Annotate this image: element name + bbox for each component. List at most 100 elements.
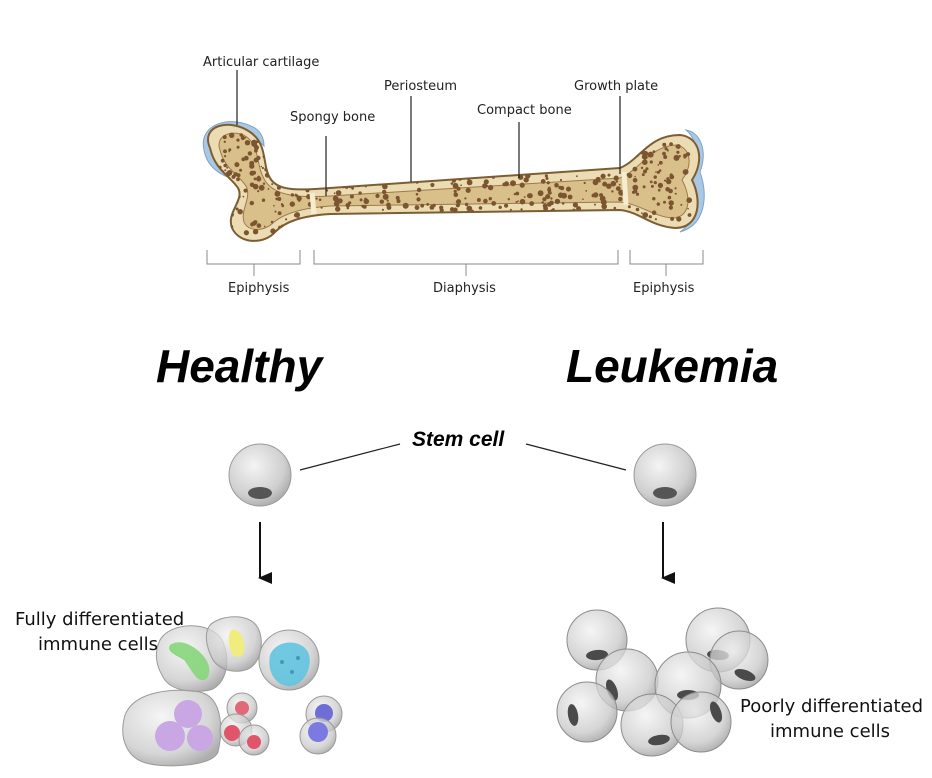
cell-red-pair xyxy=(219,692,270,756)
marrow-dot xyxy=(653,175,657,179)
marrow-dot xyxy=(294,225,301,231)
label-growth-plate: Growth plate xyxy=(574,79,658,94)
label-periosteum: Periosteum xyxy=(384,79,457,94)
marrow-dot xyxy=(236,145,240,149)
label-leukemia-cells-line2: immune cells xyxy=(770,721,890,742)
marrow-dot xyxy=(483,179,489,185)
marrow-dot xyxy=(635,207,640,212)
marrow-dot xyxy=(270,140,274,145)
marrow-dot xyxy=(668,200,674,206)
marrow-dot xyxy=(275,143,280,148)
marrow-dot xyxy=(542,197,547,202)
marrow-dot xyxy=(453,189,457,193)
marrow-dot xyxy=(498,205,502,209)
marrow-dot xyxy=(235,207,239,211)
marrow-dot xyxy=(235,163,239,167)
marrow-dot xyxy=(345,173,351,178)
marrow-dot xyxy=(561,202,565,205)
marrow-dot xyxy=(491,201,497,206)
marrow-dot xyxy=(279,168,283,172)
marrow-dot xyxy=(510,180,516,187)
cell-navy-pair xyxy=(299,695,343,755)
marrow-dot xyxy=(244,136,247,139)
marrow-dot xyxy=(641,173,645,177)
cell-purple-lobed xyxy=(122,689,222,767)
label-spongy-bone: Spongy bone xyxy=(290,110,375,125)
marrow-dot xyxy=(455,203,460,208)
marrow-dot xyxy=(294,165,299,170)
marrow-dot xyxy=(223,178,228,182)
marrow-dot xyxy=(337,174,340,177)
marrow-dot xyxy=(244,140,251,146)
marrow-dot xyxy=(632,177,638,183)
marrow-dot xyxy=(237,209,243,215)
marrow-dot xyxy=(546,181,550,185)
marrow-dot xyxy=(416,197,421,202)
growth-plate-right xyxy=(621,171,629,206)
marrow-dot xyxy=(276,166,279,168)
marrow-dot xyxy=(551,202,554,205)
marrow-dot xyxy=(618,196,623,202)
marrow-dot xyxy=(576,175,578,178)
marrow-dot xyxy=(285,218,288,221)
marrow-dot xyxy=(662,142,667,147)
marrow-dot xyxy=(456,199,462,205)
marrow-dot xyxy=(676,150,680,154)
marrow-dot xyxy=(656,202,660,206)
marrow-dot xyxy=(466,173,470,177)
marrow-dot xyxy=(222,220,227,225)
marrow-dot xyxy=(687,207,689,210)
marrow-dot xyxy=(552,208,555,210)
marrow-dot xyxy=(289,180,292,184)
marrow-dot xyxy=(655,171,657,173)
marrow-dot xyxy=(235,173,238,175)
marrow-dot xyxy=(676,216,682,222)
marrow-dot xyxy=(642,212,649,218)
marrow-dot xyxy=(613,206,617,210)
marrow-dot xyxy=(669,173,673,177)
marrow-dot xyxy=(236,177,240,182)
marrow-dot xyxy=(335,190,342,196)
marrow-dot xyxy=(222,135,227,140)
marrow-dot xyxy=(344,179,350,185)
marrow-dot xyxy=(284,151,288,155)
marrow-dot xyxy=(338,179,341,182)
label-compact-bone: Compact bone xyxy=(477,103,572,118)
marrow-dot xyxy=(312,181,315,185)
marrow-dot xyxy=(686,197,692,203)
marrow-dot xyxy=(219,187,222,191)
marrow-dot xyxy=(303,180,309,185)
marrow-dot xyxy=(419,176,424,180)
marrow-dot xyxy=(519,182,525,188)
marrow-dot xyxy=(250,222,255,227)
marrow-dot xyxy=(550,197,553,200)
marrow-dot xyxy=(216,208,221,213)
marrow-dot xyxy=(308,181,314,188)
marrow-dot xyxy=(687,213,692,217)
marrow-dot xyxy=(241,157,246,162)
marrow-dot xyxy=(225,222,231,228)
marrow-dot xyxy=(226,166,229,169)
marrow-dot xyxy=(618,183,621,186)
marrow-dot xyxy=(652,197,656,201)
marrow-dot xyxy=(482,183,488,189)
marrow-dot xyxy=(217,211,222,216)
stem-cell-healthy xyxy=(228,443,292,507)
marrow-dot xyxy=(249,163,255,169)
marrow-dot xyxy=(547,190,552,195)
marrow-dot xyxy=(599,193,604,198)
marrow-dot xyxy=(520,208,523,211)
poorly-differentiated-cells xyxy=(556,607,769,757)
marrow-dot xyxy=(488,197,492,201)
marrow-dot xyxy=(471,209,474,213)
marrow-dot xyxy=(529,201,535,207)
bracket-diaphysis xyxy=(313,250,619,276)
marrow-dot xyxy=(430,182,435,188)
marrow-dot xyxy=(270,228,276,234)
undifferentiated-cell xyxy=(556,681,618,743)
marrow-dot xyxy=(258,184,265,191)
marrow-dot xyxy=(290,193,295,197)
marrow-dot xyxy=(627,141,634,148)
label-articular-cartilage: Articular cartilage xyxy=(203,55,319,70)
marrow-dot xyxy=(460,184,462,187)
